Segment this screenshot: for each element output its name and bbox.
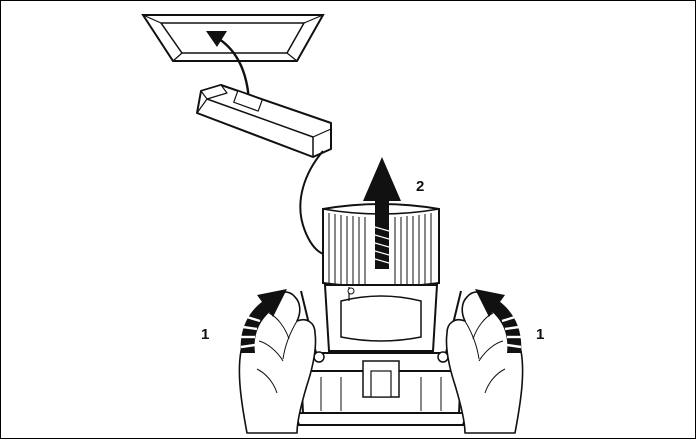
left-rotate-arrow-icon (240, 289, 287, 353)
right-rotate-arrow-icon (475, 289, 522, 353)
insert-driver-arrow-icon (206, 31, 251, 102)
ceiling-opening-icon (141, 14, 325, 62)
driver-box-icon (196, 84, 332, 158)
step-1-right-label: 1 (536, 326, 544, 343)
step-2-label: 2 (416, 178, 424, 195)
lift-up-arrow-icon (363, 157, 401, 269)
step-1-left-label: 1 (201, 326, 209, 343)
